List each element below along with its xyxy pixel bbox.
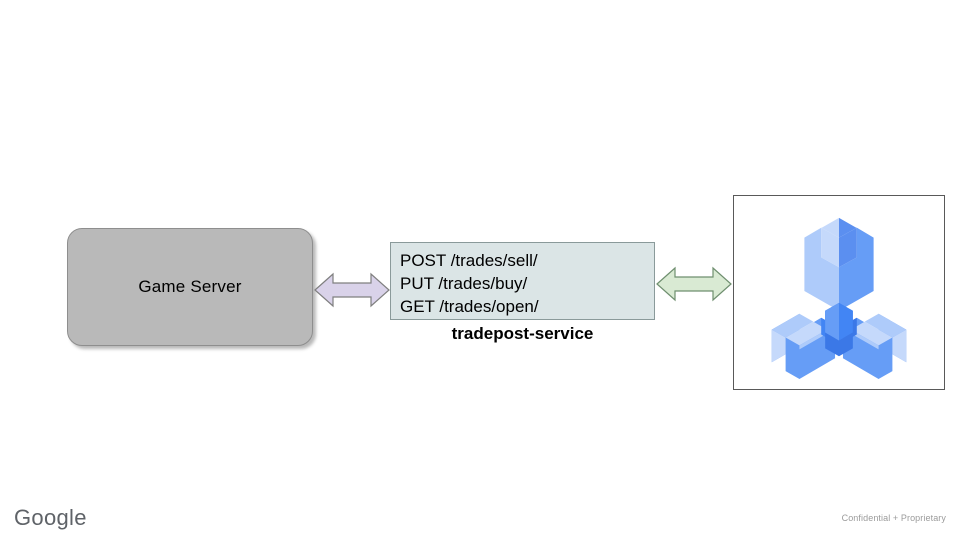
connector-tradepost-to-api-service	[655, 262, 733, 306]
endpoint-post-trades-sell: POST /trades/sell/	[400, 251, 538, 270]
game-server-label: Game Server	[138, 277, 242, 296]
google-wordmark: Google	[14, 505, 87, 530]
google-cloud-api-services-icon	[771, 217, 907, 379]
confidential-notice: Confidential + Proprietary	[841, 513, 946, 523]
tradepost-service-caption: tradepost-service	[451, 324, 594, 343]
green-double-arrow-icon	[656, 266, 732, 302]
tradepost-service-node[interactable]: POST /trades/sell/ PUT /trades/buy/ GET …	[390, 242, 655, 320]
purple-double-arrow-icon	[314, 272, 390, 308]
endpoint-put-trades-buy: PUT /trades/buy/	[400, 274, 528, 293]
game-server-node[interactable]: Game Server	[67, 228, 313, 346]
connector-game-server-to-tradepost	[313, 268, 391, 312]
endpoint-get-trades-open: GET /trades/open/	[400, 297, 539, 316]
api-service-node[interactable]	[733, 195, 945, 390]
